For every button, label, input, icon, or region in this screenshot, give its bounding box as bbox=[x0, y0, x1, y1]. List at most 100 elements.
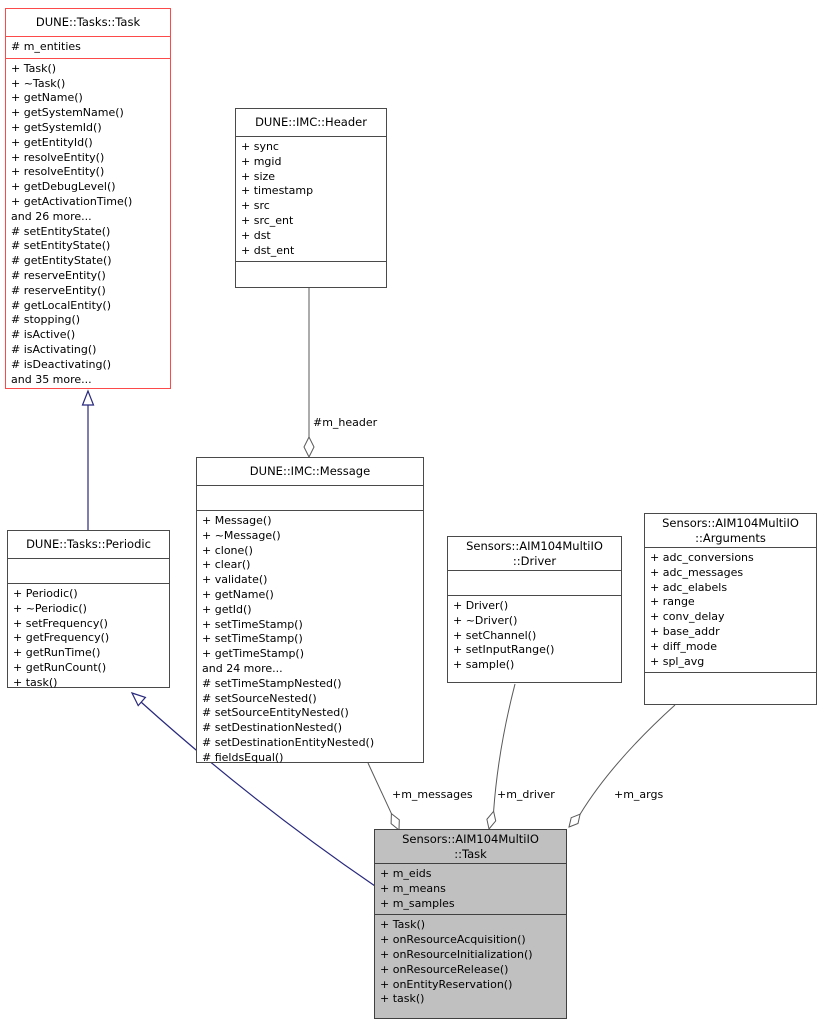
member-row: + getId() bbox=[202, 602, 252, 616]
open-diamond bbox=[390, 812, 400, 832]
class-title: Sensors::AIM104MultiIO ::Arguments bbox=[662, 516, 799, 545]
member-row: + m_samples bbox=[380, 896, 455, 910]
member-row: + getActivationTime() bbox=[11, 194, 133, 208]
class-box-sensors-aim104multiio-arguments[interactable]: Sensors::AIM104MultiIO ::Arguments + adc… bbox=[644, 513, 817, 705]
class-methods: + Periodic()+ ~Periodic()+ setFrequency(… bbox=[8, 583, 169, 694]
class-attributes bbox=[197, 485, 423, 510]
class-methods bbox=[236, 261, 386, 287]
member-row: and 35 more... bbox=[11, 372, 92, 386]
class-box-dune-imc-message[interactable]: DUNE::IMC::Message + Message()+ ~Message… bbox=[196, 457, 424, 764]
member-row: + sync bbox=[241, 140, 279, 153]
member-row: + task() bbox=[380, 992, 425, 1006]
member-row: + resolveEntity() bbox=[11, 165, 105, 179]
member-row: + mgid bbox=[241, 154, 282, 168]
class-box-dune-tasks-task[interactable]: DUNE::Tasks::Task # m_entities + Task()+… bbox=[5, 8, 171, 389]
member-row: # reserveEntity() bbox=[11, 283, 106, 297]
class-methods: + Task()+ onResourceAcquisition() + onRes… bbox=[375, 914, 566, 1018]
class-attributes bbox=[8, 558, 169, 583]
member-row: # m_entities bbox=[11, 40, 81, 53]
member-row: + setTimeStamp() bbox=[202, 617, 303, 631]
member-row: + Periodic() bbox=[13, 587, 78, 600]
member-row: # isActive() bbox=[11, 328, 76, 342]
class-attributes: + adc_conversions+ adc_messages+ adc_ela… bbox=[645, 547, 816, 672]
member-row: # reserveEntity() bbox=[11, 268, 106, 282]
member-row: + ~Driver() bbox=[453, 613, 518, 627]
member-row: + sample() bbox=[453, 658, 515, 672]
class-title: Sensors::AIM104MultiIO ::Task bbox=[402, 832, 539, 861]
member-row: + onResourceRelease() bbox=[380, 962, 509, 976]
class-box-sensors-aim104multiio-driver[interactable]: Sensors::AIM104MultiIO ::Driver + Driver… bbox=[447, 536, 622, 683]
open-diamond bbox=[568, 813, 581, 828]
member-row: + getTimeStamp() bbox=[202, 647, 305, 661]
member-row: # setSourceNested() bbox=[202, 691, 317, 705]
member-row: # setTimeStampNested() bbox=[202, 676, 342, 690]
member-row: + setChannel() bbox=[453, 628, 537, 642]
member-row: # stopping() bbox=[11, 313, 81, 327]
class-attributes: # m_entities bbox=[6, 36, 170, 58]
member-row: + getEntityId() bbox=[11, 135, 93, 149]
member-row: + setTimeStamp() bbox=[202, 632, 303, 646]
member-row: + Driver() bbox=[453, 599, 509, 612]
class-box-sensors-aim104multiio-task[interactable]: Sensors::AIM104MultiIO ::Task + m_eids+ … bbox=[374, 829, 567, 1019]
aggregation-edge-header-to-message bbox=[303, 288, 315, 459]
member-row: + conv_delay bbox=[650, 610, 725, 624]
class-title: DUNE::IMC::Header bbox=[255, 115, 367, 130]
open-diamond bbox=[486, 810, 497, 831]
inheritance-edge-periodic-to-task bbox=[81, 389, 95, 530]
member-row: + getSystemId() bbox=[11, 120, 102, 134]
member-row: + setFrequency() bbox=[13, 616, 108, 630]
class-box-dune-tasks-periodic[interactable]: DUNE::Tasks::Periodic + Periodic()+ ~Per… bbox=[7, 530, 170, 689]
member-row: + onResourceAcquisition() bbox=[380, 933, 526, 947]
class-methods: + Task()+ ~Task()+ getName()+ getSystemN… bbox=[6, 57, 170, 391]
member-row: # getLocalEntity() bbox=[11, 298, 111, 312]
member-row: + task() bbox=[13, 675, 58, 689]
member-row: + dst bbox=[241, 228, 271, 242]
member-row: + ~Message() bbox=[202, 528, 281, 542]
member-row: + getName() bbox=[11, 91, 83, 105]
member-row: # isActivating() bbox=[11, 342, 97, 356]
member-row: + onEntityReservation() bbox=[380, 977, 513, 991]
class-box-dune-imc-header[interactable]: DUNE::IMC::Header + sync+ mgid+ size+ ti… bbox=[235, 108, 387, 288]
class-title: Sensors::AIM104MultiIO ::Driver bbox=[466, 539, 603, 568]
class-methods bbox=[645, 672, 816, 704]
member-row: + getName() bbox=[202, 587, 274, 601]
class-attributes: + sync+ mgid+ size+ timestamp+ src+ src_… bbox=[236, 136, 386, 261]
member-row: # setSourceEntityNested() bbox=[202, 706, 349, 720]
member-row: + src bbox=[241, 199, 270, 213]
member-row: + getRunCount() bbox=[13, 660, 107, 674]
member-row: + clone() bbox=[202, 543, 253, 557]
member-row: + getFrequency() bbox=[13, 631, 110, 645]
class-methods: + Message()+ ~Message()+ clone()+ clear(… bbox=[197, 510, 423, 769]
class-attributes bbox=[448, 570, 621, 595]
member-row: + validate() bbox=[202, 573, 268, 587]
hollow-triangle-arrowhead bbox=[130, 691, 147, 707]
edge-label-m-header: #m_header bbox=[313, 416, 378, 429]
member-row: + Task() bbox=[11, 61, 57, 75]
member-row: + timestamp bbox=[241, 184, 314, 198]
edge-label-m-driver: +m_driver bbox=[497, 788, 555, 801]
member-row: + m_means bbox=[380, 881, 446, 895]
aggregation-edge-arguments-to-sensors-task bbox=[568, 704, 676, 828]
member-row: + clear() bbox=[202, 558, 251, 572]
member-row: and 24 more... bbox=[202, 661, 283, 675]
class-methods: + Driver()+ ~Driver()+ setChannel()+ set… bbox=[448, 595, 621, 682]
member-row: and 26 more... bbox=[11, 209, 92, 223]
hollow-triangle-arrowhead bbox=[81, 389, 95, 406]
member-row: + dst_ent bbox=[241, 243, 295, 257]
member-row: + adc_conversions bbox=[650, 551, 754, 564]
member-row: + getSystemName() bbox=[11, 106, 124, 120]
member-row: + range bbox=[650, 595, 695, 609]
class-attributes: + m_eids+ m_means+ m_samples bbox=[375, 863, 566, 914]
open-diamond bbox=[303, 435, 315, 459]
member-row: + Task() bbox=[380, 918, 426, 932]
member-row: + src_ent bbox=[241, 213, 294, 227]
aggregation-edge-message-to-sensors-task bbox=[367, 762, 400, 832]
class-title: DUNE::Tasks::Task bbox=[35, 15, 141, 30]
member-row: + getRunTime() bbox=[13, 646, 101, 660]
member-row: # fieldsEqual() bbox=[202, 750, 284, 764]
member-row: # setEntityState() bbox=[11, 224, 111, 238]
member-row: + setInputRange() bbox=[453, 643, 555, 657]
class-title: DUNE::Tasks::Periodic bbox=[26, 537, 151, 552]
edge-label-m-args: +m_args bbox=[614, 788, 664, 801]
